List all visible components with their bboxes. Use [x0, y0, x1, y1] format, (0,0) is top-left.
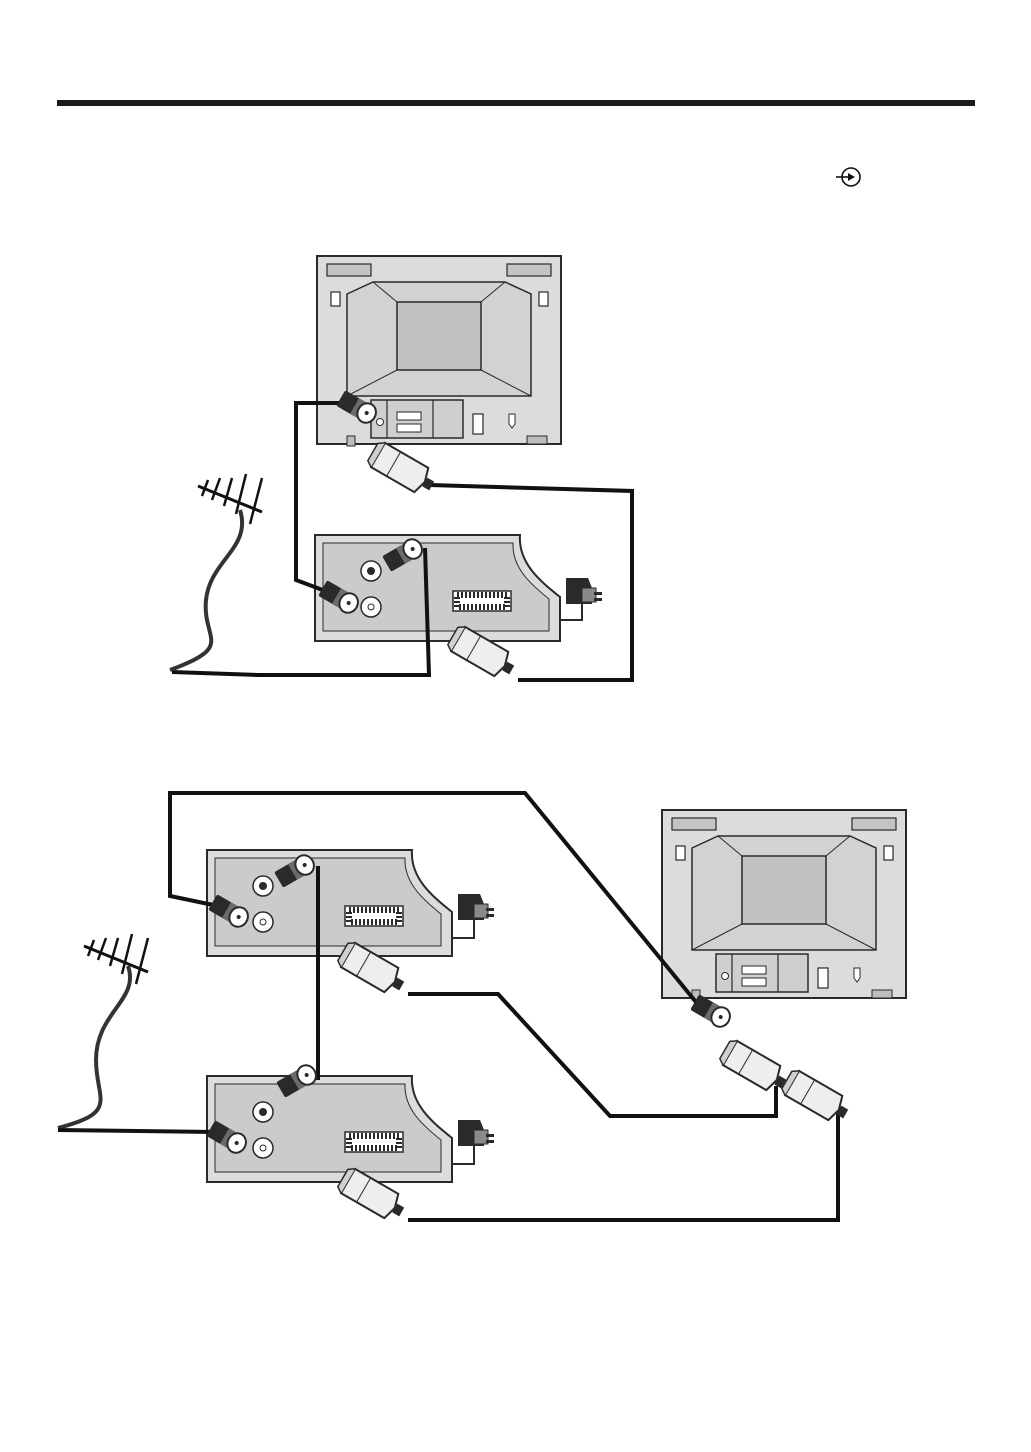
- scart-plug-tv-1: [718, 1038, 791, 1096]
- tv-rear: [662, 810, 906, 1000]
- mains-plug-icon: [458, 1120, 494, 1146]
- mains-lead-2: [452, 1144, 474, 1164]
- aerial-icon: [84, 934, 148, 984]
- scart-plug-tv: [366, 440, 439, 498]
- mains-plug-icon: [566, 578, 602, 604]
- mains-lead-1: [452, 918, 474, 938]
- single-vcr-diagram: [170, 256, 632, 682]
- aerial-lead: [58, 966, 130, 1128]
- vcr-2-rear: [207, 1076, 452, 1182]
- aerial-icon: [198, 474, 262, 524]
- tv-rear: [317, 256, 561, 446]
- aerial-to-vcr-2: [58, 1130, 216, 1132]
- vcr-rear: [315, 535, 560, 641]
- mains-plug-icon: [458, 894, 494, 920]
- scart-plug-tv-2: [780, 1068, 853, 1126]
- aerial-lead: [170, 510, 242, 670]
- vcr-1-rear: [207, 850, 452, 956]
- two-vcr-diagram: [58, 793, 906, 1224]
